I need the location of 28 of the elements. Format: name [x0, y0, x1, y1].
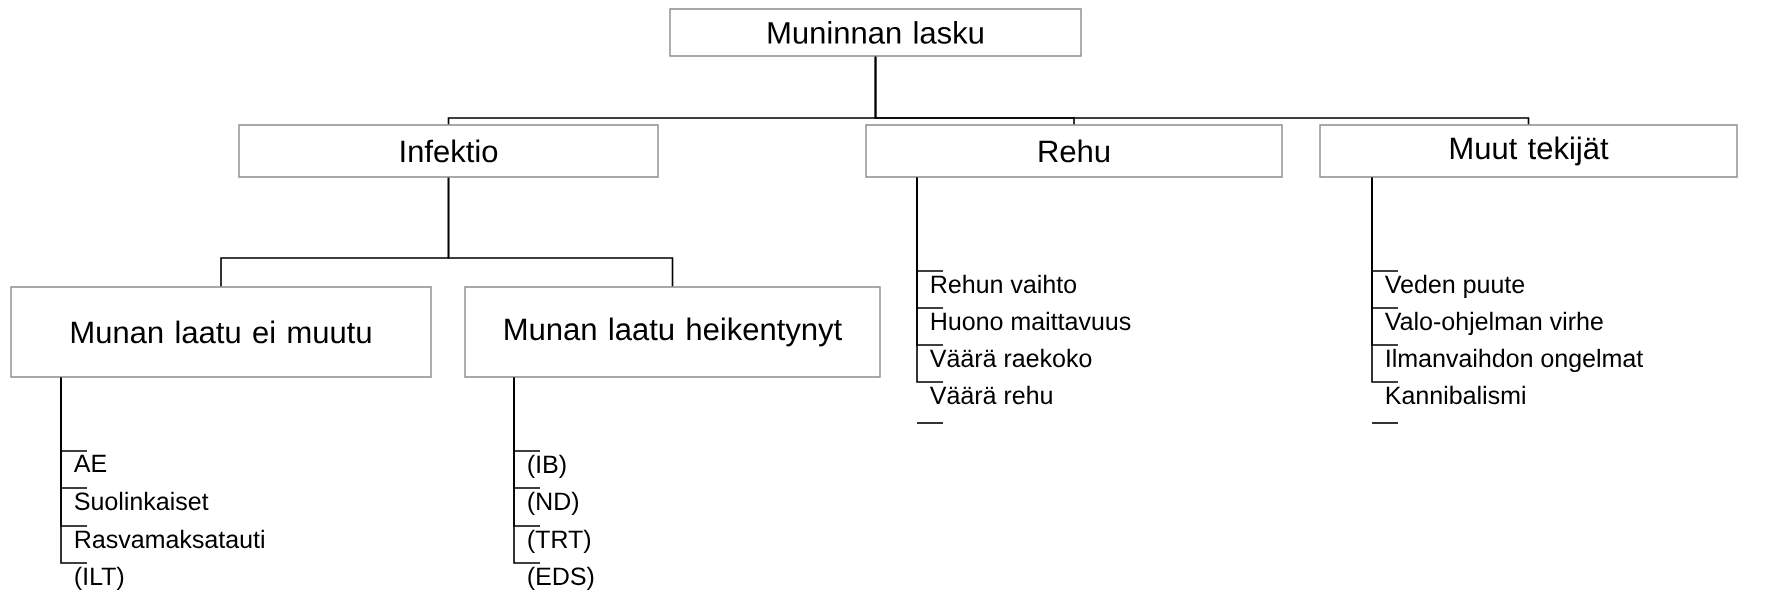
list-item: (ILT) [75, 566, 124, 591]
list-item: Valo-ohjelman virhe [1384, 311, 1603, 336]
connector-line [447, 176, 674, 288]
list-item: AE [73, 454, 107, 472]
list-item: (IB) [528, 454, 566, 479]
connector-line [513, 376, 541, 564]
connector-line [60, 376, 88, 564]
list-item: Väärä rehu [929, 385, 1052, 405]
list-item: Kannibalismi [1386, 385, 1525, 405]
connector-line [1371, 176, 1399, 383]
list-item: Veden puute [1384, 274, 1525, 299]
list-item: Väärä raekoko [929, 348, 1092, 368]
list-item: Rasvamaksatauti [75, 529, 264, 549]
list-item: Rehun vaihto [931, 274, 1077, 294]
list-item: Ilmanvaihdon ongelmat [1387, 348, 1644, 373]
category-box: Rehu [865, 124, 1283, 178]
category-box: Muninnan lasku [669, 8, 1082, 57]
category-box: Infektio [238, 124, 659, 178]
category-box: Muut tekijät [1319, 124, 1738, 178]
list-item: Huono maittavuus [931, 311, 1131, 331]
connector-line [916, 176, 944, 383]
list-item: (EDS) [528, 566, 594, 591]
category-box: Munan laatu heikentynyt [464, 286, 881, 378]
list-item: Suolinkaiset [74, 491, 209, 511]
list-item: (ND) [528, 491, 578, 516]
list-item: (TRT) [528, 529, 591, 554]
category-box: Munan laatu ei muutu [10, 286, 432, 378]
connector-line [874, 55, 1530, 126]
